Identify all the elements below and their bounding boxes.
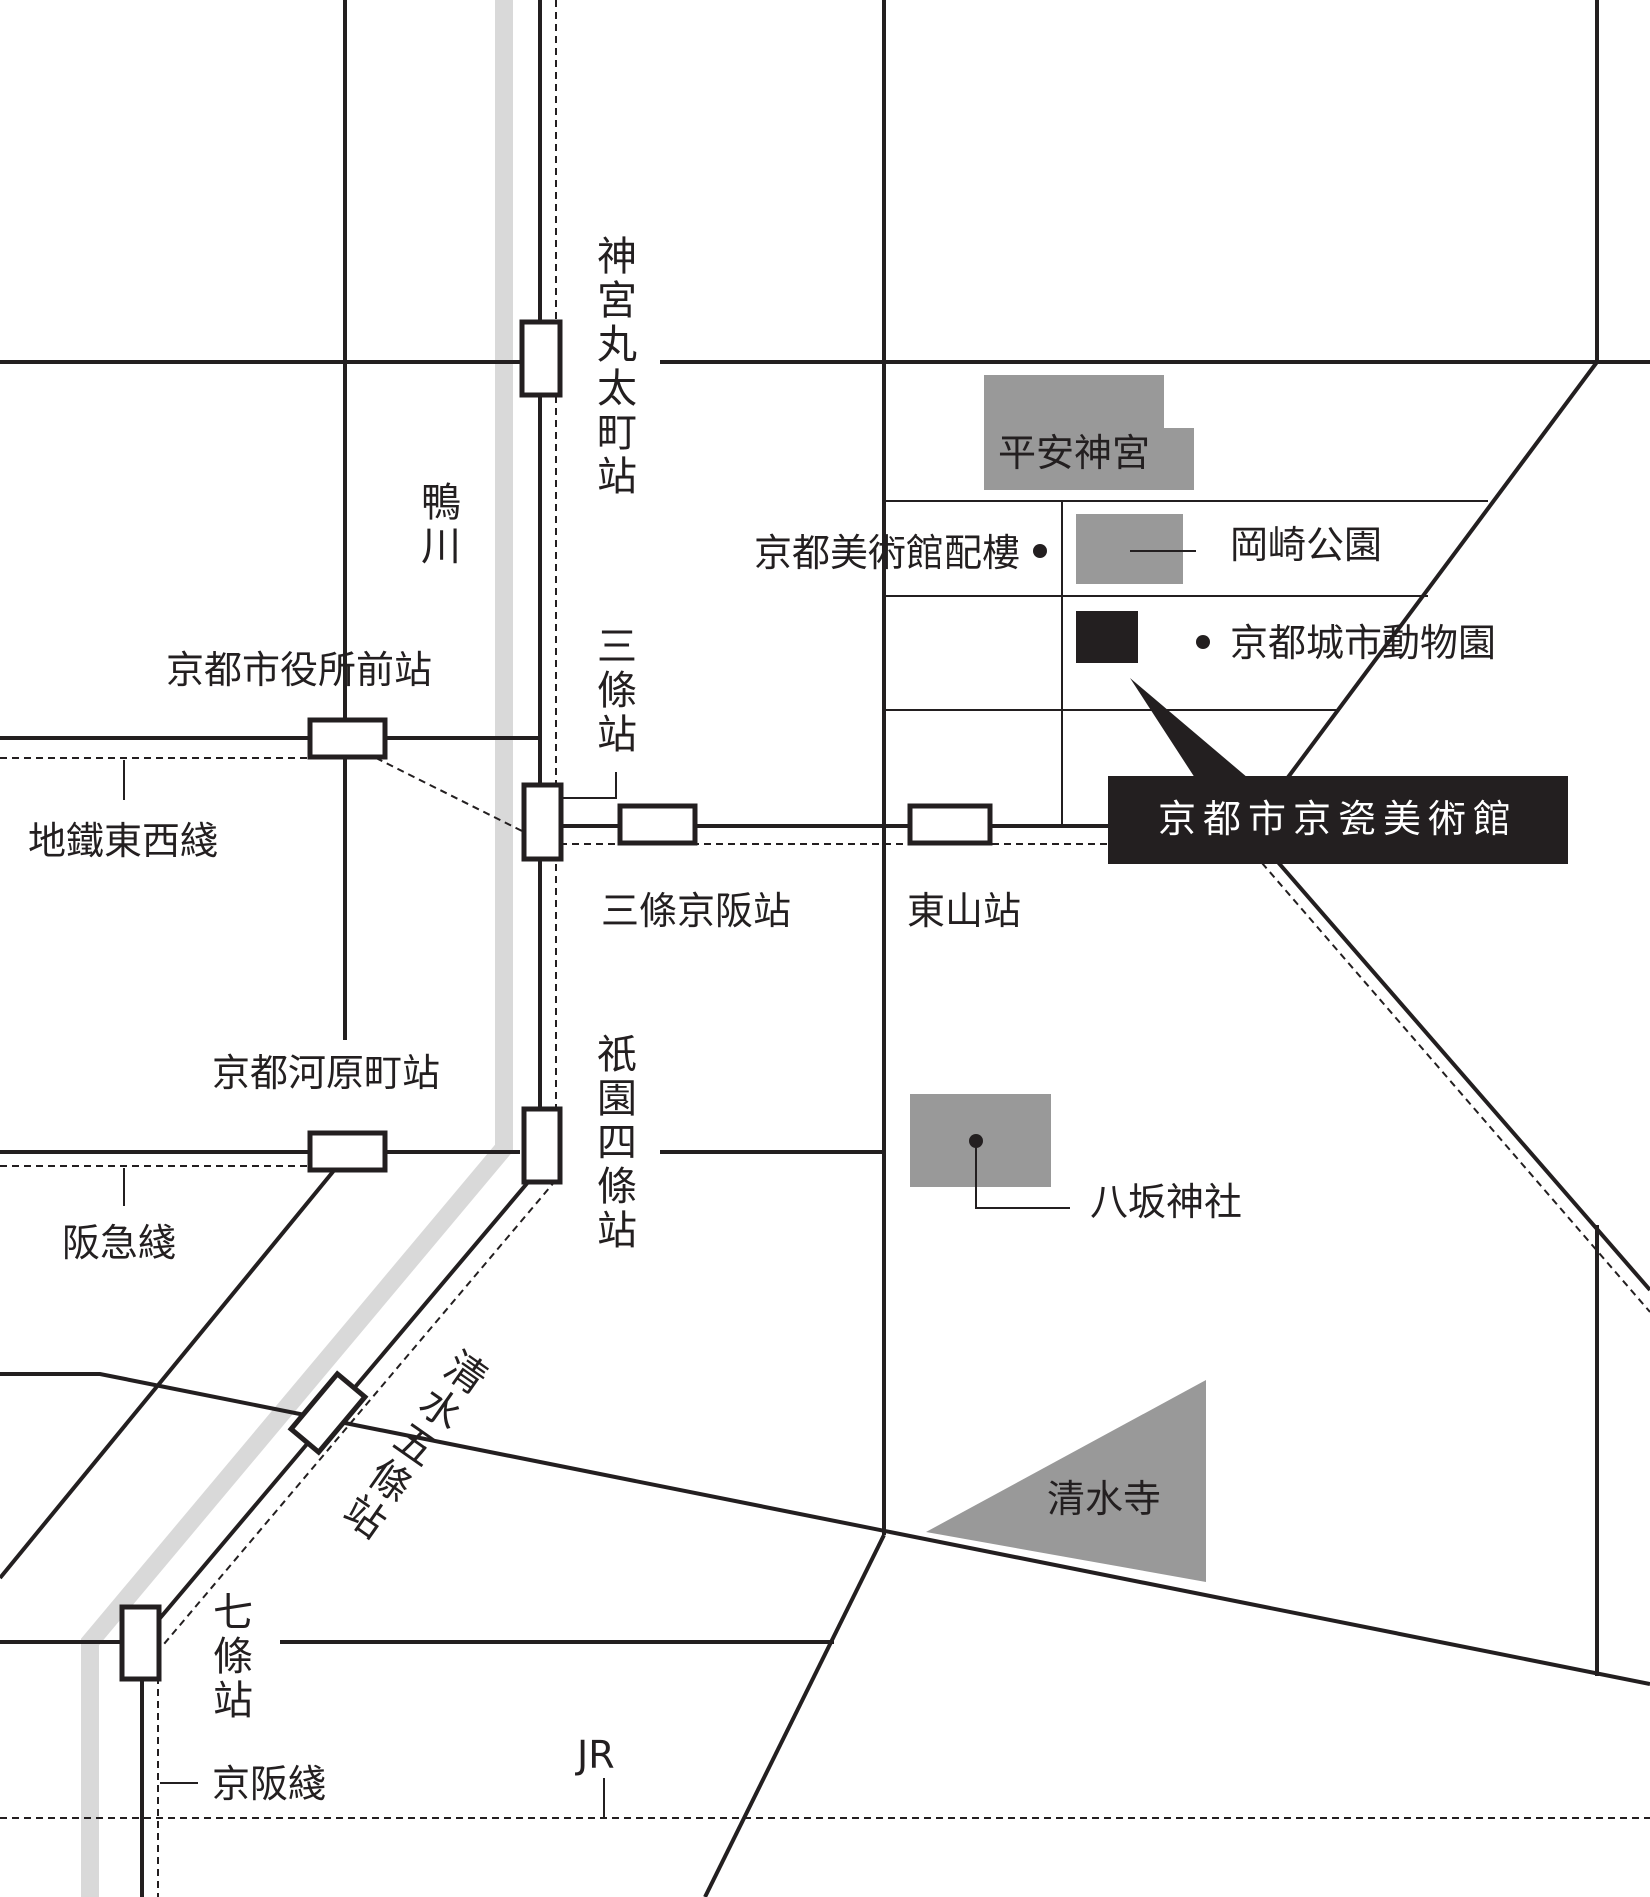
kiyomizu-temple-shape [926,1380,1206,1582]
leaders [123,544,1210,1818]
zoo-label: 京都城市動物園 [1230,621,1496,665]
leader-line [544,772,617,799]
okazaki-park-label: 岡崎公園 [1230,523,1382,567]
road [0,1372,1650,1686]
sanjo-station-marker[interactable] [521,782,564,862]
kawaramachi-label: 京都河原町站 [212,1051,440,1095]
jr-label: JR [575,1733,615,1777]
label-glyph: 條 [597,1164,637,1210]
tozai-line-label: 地鐵東西綫 [28,819,218,863]
label-glyph: 站 [597,712,637,758]
label-glyph: 園 [597,1076,637,1122]
shiyakusho-mae-label: 京都市役所前站 [166,648,432,692]
museum-callout-pointer [1130,678,1248,778]
label-glyph: 條 [213,1634,253,1680]
label-glyph: 丸 [597,322,637,368]
jingu-marutamachi-station-marker[interactable] [519,319,563,398]
label-glyph: 七 [213,1590,253,1636]
kamogawa-river [81,0,513,1897]
kamogawa-label: 鴨川 [421,480,461,570]
sanjo-station-label: 三條站 [597,624,637,758]
label-glyph: 太 [597,366,637,412]
heian-jingu-shape [984,375,1194,490]
hankyu-line-label: 阪急綫 [62,1221,176,1265]
label-glyph: 町 [597,410,637,456]
higashiyama-station-marker[interactable] [907,803,993,846]
kiyomizu-label: 清水寺 [1047,1477,1161,1521]
zoo-dot [1196,635,1210,649]
road [1284,360,1599,782]
stations [119,319,993,1682]
museum-marker[interactable] [1076,611,1138,663]
label-glyph: 站 [597,1208,637,1254]
tozai-line-track [1261,862,1650,1313]
keihan-line-label: 京阪綫 [212,1762,326,1806]
label-glyph: 三 [597,624,637,670]
label-glyph: 站 [213,1678,253,1724]
tozai-line-track [375,757,531,836]
yasaka-label: 八坂神社 [1090,1180,1242,1224]
label-glyph: 神 [597,234,637,280]
kiyomizu-gojo-label: 清水五條站 [335,1343,495,1548]
road [703,1534,886,1897]
label-glyph: 四 [597,1120,637,1166]
label-glyph: 祇 [597,1032,637,1078]
okazaki-park-shape [1076,514,1183,584]
annex-label: 京都美術館配樓 [754,531,1020,575]
museum-name: 京都市京瓷美術館 [1158,797,1518,841]
museum-callout-box [1108,776,1568,864]
keihan-line-track [163,1179,557,1645]
shichijo-label: 七條站 [213,1590,253,1724]
kawaramachi-station-marker[interactable] [307,1130,388,1173]
higashiyama-label: 東山站 [907,889,1021,933]
kiyomizu-gojo-station-marker[interactable] [287,1370,369,1456]
leader-line [975,1141,1070,1209]
shichijo-station-marker[interactable] [119,1604,162,1682]
road [0,1166,338,1580]
label-glyph: 川 [421,524,461,570]
label-glyph: 站 [597,454,637,500]
gion-shijo-station-marker[interactable] [521,1106,563,1185]
shiyakusho-mae-station-marker[interactable] [307,717,388,760]
gion-shijo-label: 祇園四條站 [597,1032,637,1254]
annex-dot [1033,544,1047,558]
road [1268,851,1650,1292]
sanjo-keihan-label: 三條京阪站 [601,889,791,933]
label-glyph: 條 [597,668,637,714]
museum-callout[interactable]: 京都市京瓷美術館 [1108,776,1568,864]
heian-jingu-label: 平安神宮 [998,431,1150,475]
label-glyph: 鴨 [421,480,461,526]
sanjo-keihan-station-marker[interactable] [617,803,698,846]
label-glyph: 宮 [597,278,637,324]
jingu-marutamachi-label: 神宮丸太町站 [597,234,637,500]
